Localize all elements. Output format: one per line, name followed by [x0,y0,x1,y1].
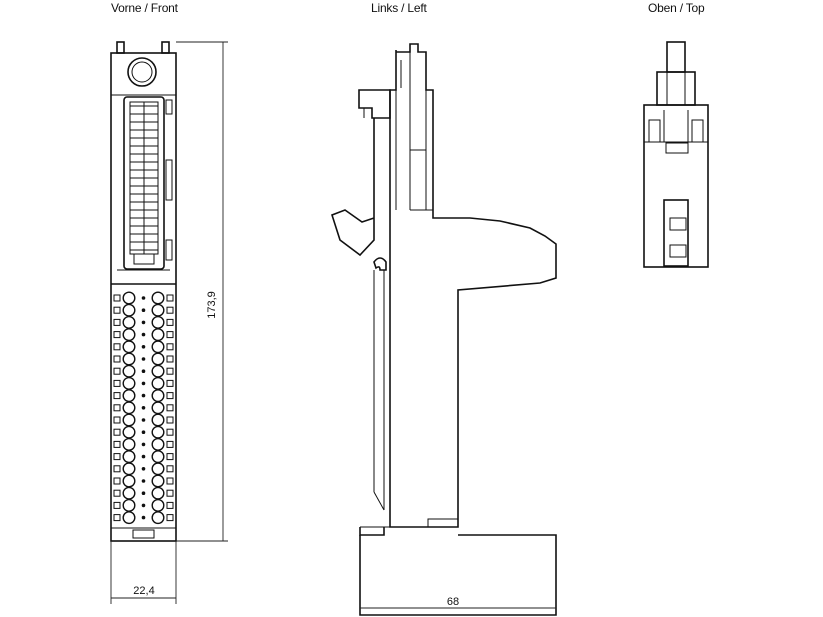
left-view [331,43,557,616]
front-dimensions: 173,9 22,4 [110,41,228,604]
terminal-block [113,291,174,525]
front-view-label: Vorne / Front [111,1,178,15]
left-dimensions: 68 [360,596,556,609]
coding-wheel-icon [127,57,157,87]
left-view-label: Links / Left [371,1,427,15]
top-view-label: Oben / Top [648,1,705,15]
front-width-dimension: 22,4 [133,585,154,597]
depth-dimension: 68 [447,596,459,608]
front-view [110,41,177,542]
top-view [643,41,709,268]
height-dimension: 173,9 [206,291,218,319]
